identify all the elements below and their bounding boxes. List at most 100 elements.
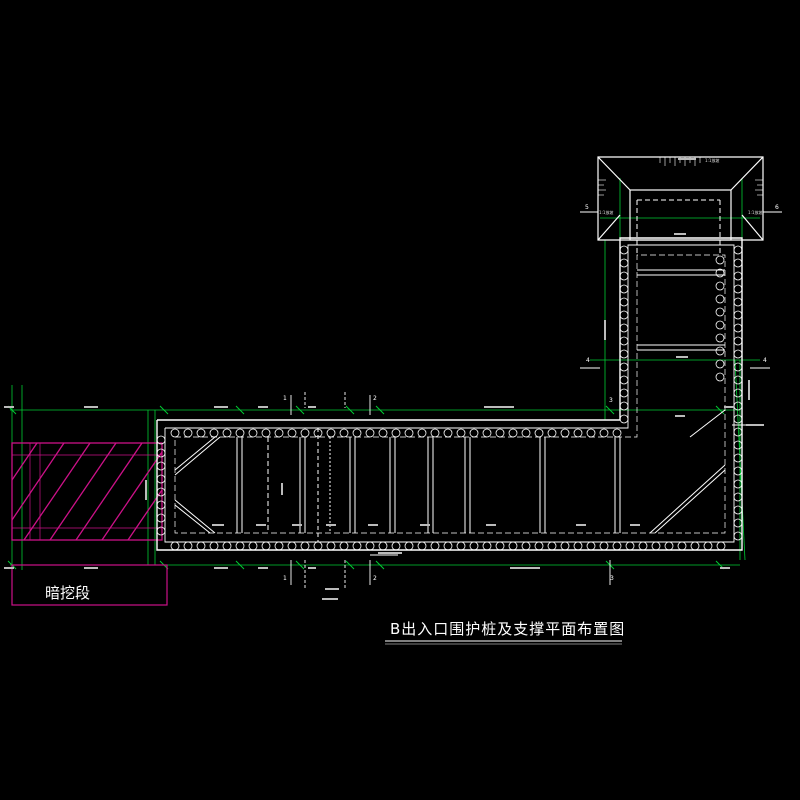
- pile: [733, 518, 743, 528]
- pile: [508, 541, 518, 551]
- axis-label-6: 6: [775, 204, 779, 211]
- pile: [482, 541, 492, 551]
- pile: [378, 541, 388, 551]
- pile: [715, 372, 725, 382]
- pile: [733, 349, 743, 359]
- pile: [612, 428, 622, 438]
- pile: [677, 541, 687, 551]
- pile: [715, 333, 725, 343]
- pile: [619, 349, 629, 359]
- pile: [352, 428, 362, 438]
- pile: [619, 323, 629, 333]
- pile: [274, 428, 284, 438]
- pile: [733, 245, 743, 255]
- pile: [300, 541, 310, 551]
- pile: [733, 310, 743, 320]
- pile: [183, 541, 193, 551]
- pile: [560, 428, 570, 438]
- pile: [619, 297, 629, 307]
- pile: [365, 541, 375, 551]
- pile: [733, 479, 743, 489]
- pile: [625, 541, 635, 551]
- pile: [534, 428, 544, 438]
- slope-label-left: 1:1放坡: [599, 209, 613, 215]
- pile: [733, 323, 743, 333]
- pile: [586, 541, 596, 551]
- dark-excavation-label: 暗挖段: [45, 584, 90, 602]
- pile: [235, 541, 245, 551]
- pile: [391, 541, 401, 551]
- pile: [715, 294, 725, 304]
- pile: [664, 541, 674, 551]
- pile: [703, 541, 713, 551]
- pile: [547, 428, 557, 438]
- pile: [733, 297, 743, 307]
- pile: [715, 268, 725, 278]
- pile: [547, 541, 557, 551]
- pile: [156, 500, 166, 510]
- pile: [156, 513, 166, 523]
- pile: [482, 428, 492, 438]
- pile: [733, 336, 743, 346]
- pile: [183, 428, 193, 438]
- pile: [156, 435, 166, 445]
- pile: [339, 428, 349, 438]
- pile: [235, 428, 245, 438]
- drawing-title: B出入口围护桩及支撑平面布置图: [390, 620, 625, 638]
- small-dimension-marks: [4, 158, 764, 600]
- pile: [469, 428, 479, 438]
- pile: [638, 541, 648, 551]
- axis-label-3-bottom: 3: [610, 575, 614, 582]
- pile: [469, 541, 479, 551]
- pile: [170, 541, 180, 551]
- pile: [248, 541, 258, 551]
- section-markers: [290, 211, 782, 590]
- pile: [326, 428, 336, 438]
- pile: [534, 541, 544, 551]
- slope-label-right: 1:1放坡: [748, 209, 762, 215]
- pile: [209, 541, 219, 551]
- pile: [573, 428, 583, 438]
- axis-label-2-bottom: 2: [373, 575, 377, 582]
- pile: [352, 541, 362, 551]
- pile: [715, 346, 725, 356]
- pile: [404, 428, 414, 438]
- pile: [619, 271, 629, 281]
- pile: [619, 401, 629, 411]
- pile: [715, 255, 725, 265]
- pile: [521, 541, 531, 551]
- dimension-lines: [10, 178, 760, 570]
- pile: [619, 362, 629, 372]
- pile: [733, 362, 743, 372]
- pit-outline: [156, 237, 743, 551]
- pile: [612, 541, 622, 551]
- pile: [619, 388, 629, 398]
- pile: [495, 541, 505, 551]
- pile: [417, 541, 427, 551]
- pile: [365, 428, 375, 438]
- axis-label-5: 5: [585, 204, 589, 211]
- axis-label-4-right: 4: [763, 357, 767, 364]
- pile: [156, 461, 166, 471]
- pile: [619, 414, 629, 424]
- pile: [156, 487, 166, 497]
- pile: [156, 448, 166, 458]
- pile: [573, 541, 583, 551]
- pile: [443, 428, 453, 438]
- pile: [619, 310, 629, 320]
- pile: [222, 541, 232, 551]
- pile: [715, 359, 725, 369]
- pile: [716, 541, 726, 551]
- pile: [339, 541, 349, 551]
- pile: [733, 414, 743, 424]
- pile: [456, 541, 466, 551]
- pile: [430, 541, 440, 551]
- pile: [248, 428, 258, 438]
- pile: [196, 541, 206, 551]
- axis-label-4-left: 4: [586, 357, 590, 364]
- pile: [599, 541, 609, 551]
- pile: [599, 428, 609, 438]
- retaining-piles: [156, 245, 743, 551]
- pile: [619, 336, 629, 346]
- pile: [733, 271, 743, 281]
